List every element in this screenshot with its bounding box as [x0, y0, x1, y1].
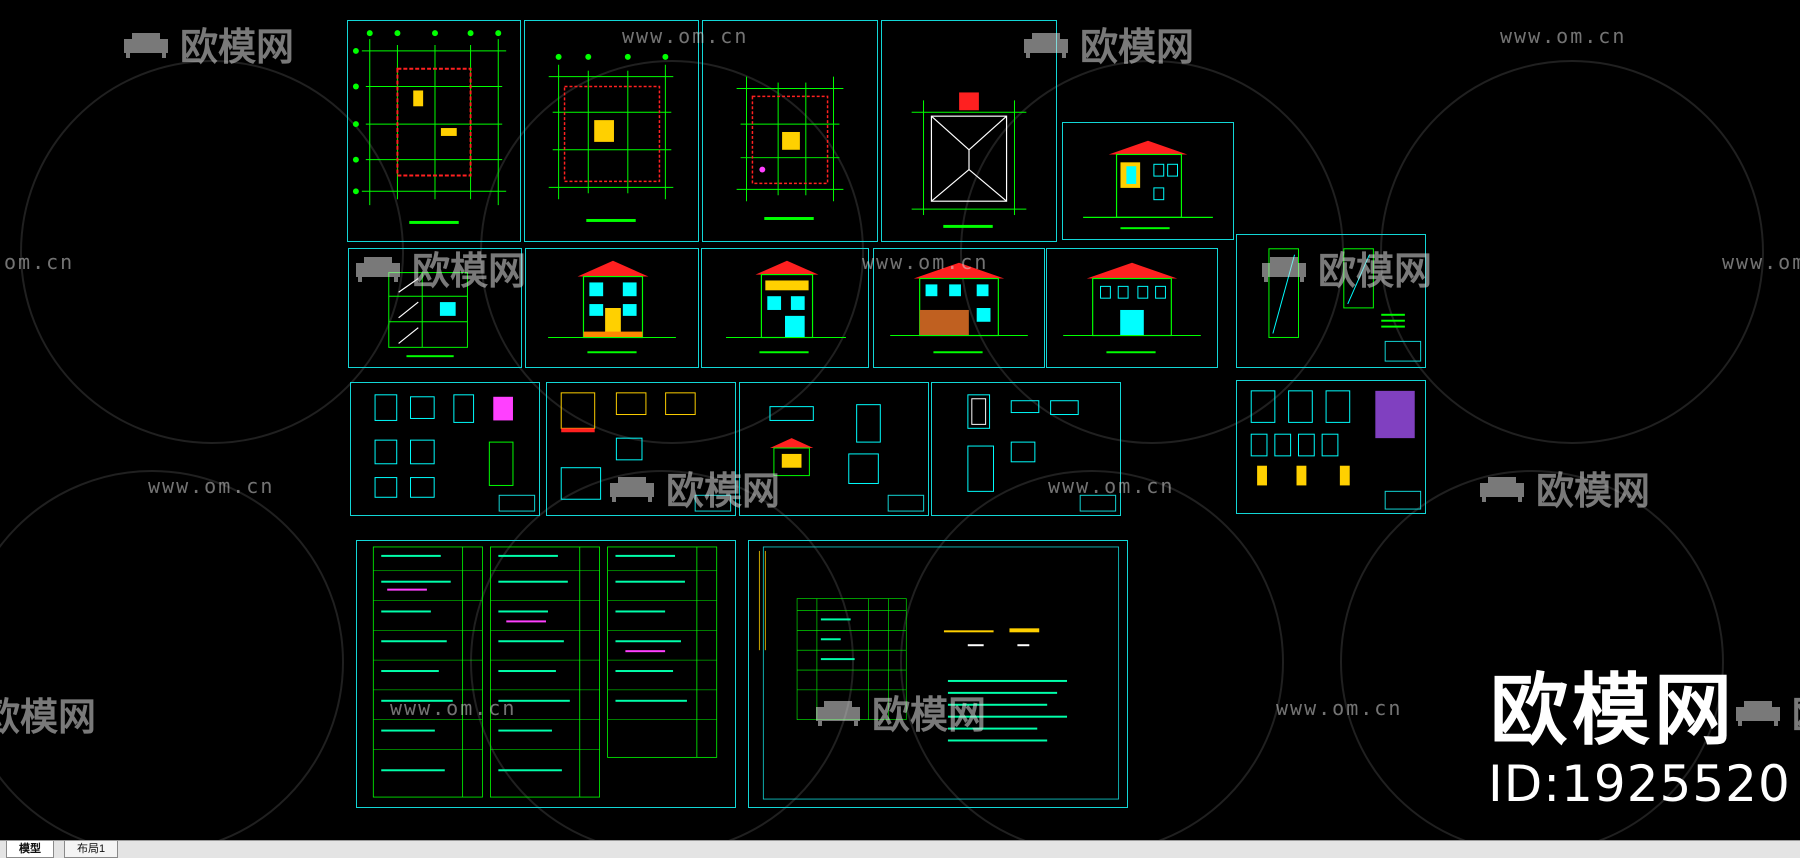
drawing-sheet-left-elevation[interactable]: [873, 248, 1045, 368]
drawing-sheet-window-schedule[interactable]: [1236, 380, 1426, 514]
watermark-arc: [1340, 470, 1724, 840]
elevation-drawing: [548, 260, 676, 354]
watermark-arc: [0, 470, 344, 840]
layout-tab-bar: 模型 布局1: [0, 840, 1800, 858]
watermark-brand: 欧模网: [1474, 460, 1650, 515]
watermark-url: www.om.cn: [148, 474, 275, 498]
watermark-url: www.om.cn: [622, 24, 749, 48]
drawing-sheet-detail-1[interactable]: [350, 382, 540, 516]
sofa-logo-icon: [1024, 32, 1068, 58]
section-drawing: [388, 272, 468, 358]
roof-plan-drawing: [911, 92, 1027, 228]
watermark-arc: [1380, 60, 1764, 444]
watermark-url-partial: om.cn: [4, 250, 75, 274]
watermark-url: www.om.cn: [1048, 474, 1175, 498]
watermark-arc: [20, 60, 404, 444]
detail-drawing: [560, 392, 732, 512]
watermark-arc: [480, 60, 864, 444]
watermark-arc: [900, 470, 1284, 840]
sofa-logo-icon: [1480, 476, 1524, 502]
watermark-brand: 欧模网: [1018, 16, 1194, 71]
model-id-label: ID:1925520: [1488, 755, 1791, 813]
watermark-brand: 欧模网: [118, 16, 294, 71]
watermark-url: www.om.cn: [1500, 24, 1627, 48]
watermark-arc: [960, 60, 1344, 444]
elevation-drawing: [1083, 140, 1213, 230]
watermark-url: www.om.cn: [1722, 250, 1800, 274]
sofa-logo-icon: [610, 476, 654, 502]
elevation-drawing: [726, 260, 846, 354]
watermark-brand: 欧模网: [350, 240, 526, 295]
watermark-url: www.om.cn: [1276, 696, 1403, 720]
drawing-sheet-floor-plan-2[interactable]: [524, 20, 699, 242]
drawing-sheet-right-elevation[interactable]: [1046, 248, 1218, 368]
drawing-sheet-roof-plan[interactable]: [881, 20, 1057, 242]
tab-model[interactable]: 模型: [6, 841, 54, 858]
sofa-logo-icon: [356, 256, 400, 282]
floor-plan-drawing: [352, 30, 507, 224]
drawing-sheet-detail-3[interactable]: [739, 382, 929, 516]
floor-plan-drawing: [736, 76, 844, 220]
sofa-logo-icon: [124, 32, 168, 58]
notes-table-drawing: [372, 546, 718, 798]
sofa-logo-icon: [1736, 700, 1780, 726]
corner-brand-block: 欧模网 ID:1925520: [1488, 666, 1791, 814]
cover-index-drawing: [758, 546, 1120, 800]
watermark-url: www.om.cn: [862, 250, 989, 274]
elevation-drawing: [1063, 262, 1201, 354]
floor-plan-drawing: [548, 53, 674, 222]
drawing-sheet-cover-index[interactable]: [748, 540, 1128, 808]
drawing-sheet-detail-2[interactable]: [546, 382, 736, 516]
watermark-url: www.om.cn: [390, 696, 517, 720]
drawing-sheet-floor-plan-3[interactable]: [702, 20, 878, 242]
drawing-sheet-rear-elevation[interactable]: [701, 248, 869, 368]
watermark-brand: 欧模网: [810, 684, 986, 739]
detail-drawing: [967, 394, 1117, 512]
watermark-brand-partial: 欧模网: [0, 695, 97, 739]
drawing-sheet-section[interactable]: [348, 248, 522, 368]
detail-drawing: [769, 404, 925, 512]
watermark-arc: [470, 470, 854, 840]
corner-brand-logo: 欧模网: [1489, 666, 1736, 756]
drawing-sheet-floor-plan-1[interactable]: [347, 20, 521, 242]
watermark-brand: 欧模网: [1256, 240, 1432, 295]
watermark-brand: 欧模网: [604, 460, 780, 515]
drawing-sheet-detail-4[interactable]: [931, 382, 1121, 516]
detail-drawing: [1250, 390, 1422, 510]
drawing-sheet-design-notes[interactable]: [356, 540, 736, 808]
drawing-sheet-side-elevation[interactable]: [1062, 122, 1234, 240]
watermark-brand-partial: 欧: [1730, 684, 1800, 739]
elevation-drawing: [890, 262, 1028, 354]
drawing-sheet-front-elevation[interactable]: [525, 248, 699, 368]
sofa-logo-icon: [816, 700, 860, 726]
cad-model-space[interactable]: 欧模网 www.om.cn 欧模网 www.om.cn om.cn 欧模网 ww…: [0, 0, 1800, 840]
sofa-logo-icon: [1262, 256, 1306, 282]
tab-layout-1[interactable]: 布局1: [64, 841, 119, 858]
detail-drawing: [374, 394, 536, 512]
